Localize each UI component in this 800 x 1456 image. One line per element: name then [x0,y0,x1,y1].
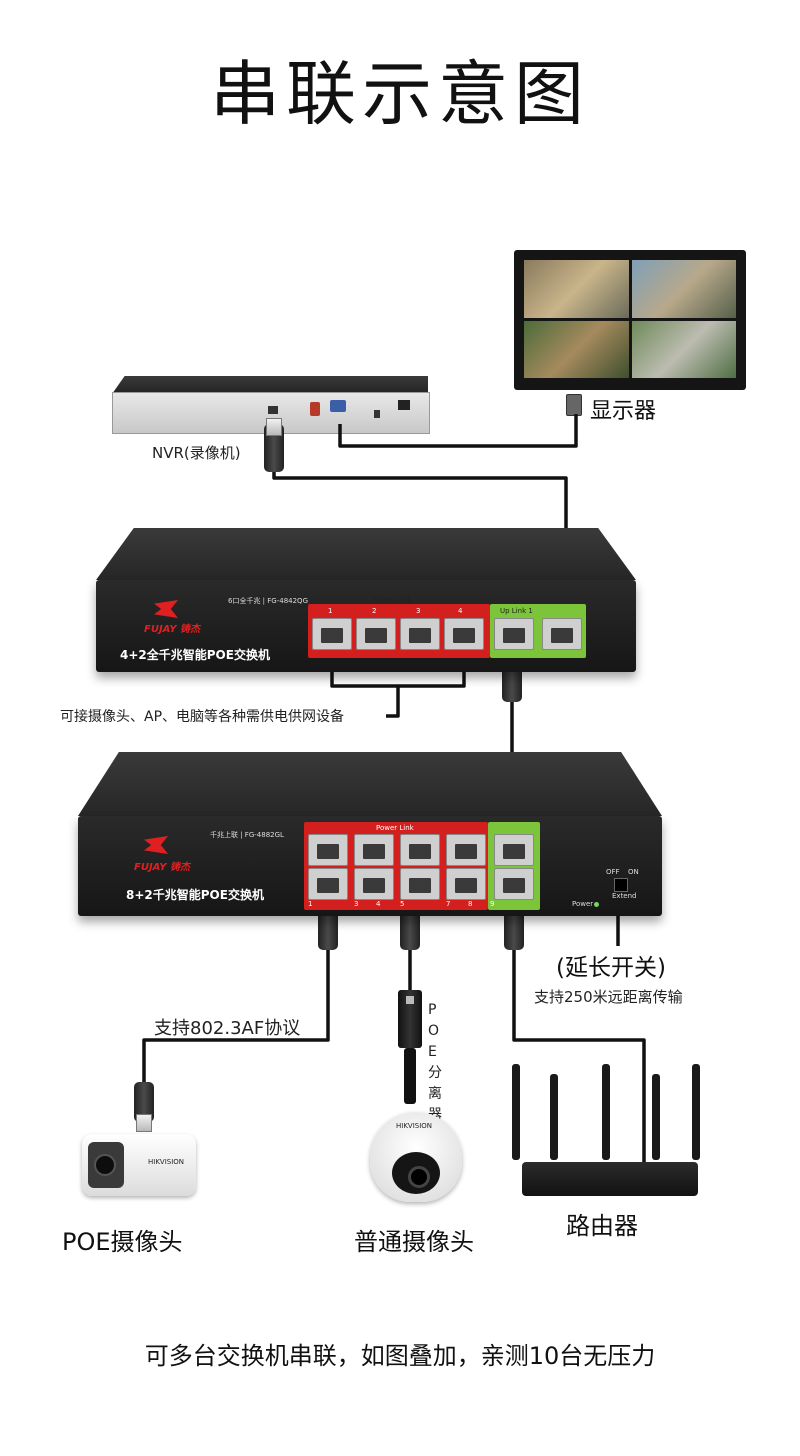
vga-cable [340,414,576,446]
switch2: FUJAY 铸杰 8+2千兆智能POE交换机 千兆上联 | FG-4882GL … [78,816,662,916]
switch2-port-8[interactable] [446,834,486,866]
switch2-on-label: ON [628,868,639,876]
switch1-uplink-port-2[interactable] [542,618,582,650]
switch2-power-link-label: Power Link [376,824,414,832]
switch2-uplink-port-10[interactable] [494,834,534,866]
switch2-port-3[interactable] [354,868,394,900]
switch1-logo-icon [154,600,178,618]
poe-camera-icon: HIKVISION [82,1134,196,1196]
switch1: FUJAY 铸杰 4+2全千兆智能POE交换机 6口全千兆 | FG-4842Q… [96,580,636,672]
normal-camera-brand: HIKVISION [396,1122,432,1130]
poe-separator-icon [398,990,422,1048]
switch1-uplink-label: Up Link 1 [500,607,533,615]
extend-toggle[interactable] [614,878,628,892]
switch1-port-2-num: 2 [372,607,376,615]
switch2-port-7-num: 7 [446,900,450,908]
switch1-port-3-num: 3 [416,607,420,615]
switch1-port-1-num: 1 [328,607,332,615]
switch1-power-link-label: Power Link [374,596,412,604]
switch1-port-2[interactable] [356,618,396,650]
switch1-brand: FUJAY 铸杰 [144,620,200,635]
switch2-name: 8+2千兆智能POE交换机 [126,886,264,903]
switch2-port-1[interactable] [308,868,348,900]
poe-camera-brand: HIKVISION [148,1158,184,1166]
power-led-icon [594,902,599,907]
switch2-extend-label: Extend [612,892,637,900]
switch1-model: 6口全千兆 | FG-4842QG [228,596,308,606]
poe-camera-plug-tip-icon [136,1114,152,1132]
switch2-port-3-num: 3 [354,900,358,908]
switch2-uplink-port-9[interactable] [494,868,534,900]
switch2-port-7[interactable] [446,868,486,900]
switch2-port-5-num: 5 [400,900,404,908]
normal-camera-icon: HIKVISION [370,1112,462,1202]
switch2-port-2[interactable] [308,834,348,866]
switch2-port-4[interactable] [354,834,394,866]
normal-camera-label: 普通摄像头 [354,1222,474,1257]
switch2-port-1-num: 1 [308,900,312,908]
switch1-port-4-num: 4 [458,607,462,615]
switch2-off-label: OFF [606,868,620,876]
nvr-lan-plug-tip-icon [266,418,282,436]
switch1-port-4[interactable] [444,618,484,650]
switch2-port-6[interactable] [400,834,440,866]
switch1-poe-port-bar: Power Link 1 2 3 4 [308,604,490,658]
router-label: 路由器 [566,1206,638,1241]
switch2-poe-port-bar: Power Link 1 3 4 5 7 8 [304,822,488,910]
switch2-uplink-bar: 9 [488,822,540,910]
switch2-logo-icon [144,836,168,854]
switch2-top [78,752,662,816]
poe-separator-cable [404,1048,416,1104]
switch1-port-3[interactable] [400,618,440,650]
router-icon [512,1064,702,1204]
switch1-uplink-bar: Up Link 1 [490,604,586,658]
extend-desc: 支持250米远距离传输 [534,986,683,1007]
switch2-brand: FUJAY 铸杰 [134,858,190,873]
footer-note: 可多台交换机串联，如图叠加，亲测10台无压力 [0,1336,800,1371]
switch2-port-4-num: 4 [376,900,380,908]
switch1-name: 4+2全千兆智能POE交换机 [120,646,270,663]
switch2-port-5[interactable] [400,868,440,900]
switch2-port-8-num: 8 [468,900,472,908]
devices-note: 可接摄像头、AP、电脑等各种需供电供网设备 [60,706,344,726]
switch2-power-label: Power [572,900,593,908]
poe-separator-label: POE分离器 [428,1000,442,1126]
switch2-port-9-num: 9 [490,900,494,908]
af-protocol-label: 支持802.3AF协议 [154,1014,300,1040]
extend-title: (延长开关) [556,948,666,982]
switch1-port-1[interactable] [312,618,352,650]
switch1-uplink-port-1[interactable] [494,618,534,650]
poe-camera-label: POE摄像头 [62,1222,183,1257]
switch1-top [96,528,636,580]
switch2-model: 千兆上联 | FG-4882GL [210,830,284,840]
